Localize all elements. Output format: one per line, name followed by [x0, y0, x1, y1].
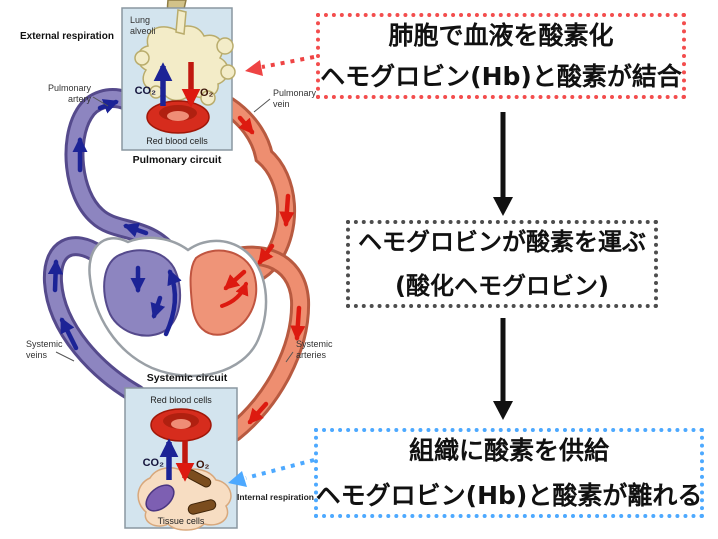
- pulmonary-vein-label-line2: vein: [273, 99, 290, 109]
- pulmonary-artery-label-line2: artery: [68, 94, 92, 104]
- heart-flow-arrows: [130, 265, 249, 337]
- red-blood-cell-top-icon: [146, 100, 210, 134]
- external-respiration-label: External respiration: [20, 31, 114, 42]
- oxygenation-pointer-arrow: [245, 55, 315, 76]
- heart: [88, 236, 268, 378]
- systemic-veins-label-line2: veins: [26, 350, 48, 360]
- systemic-circuit-label: Systemic circuit: [147, 372, 228, 384]
- transport-box-line2: (酸化ヘモグロビン): [395, 272, 609, 300]
- co2-label-bottom: CO₂: [143, 457, 165, 469]
- systemic-arteries-label-line1: Systemic: [296, 339, 333, 349]
- organelle-icon: [145, 484, 175, 512]
- delivery-box-line2: ヘモグロビン(Hb)と酸素が離れる: [315, 480, 703, 510]
- transport-box: ヘモグロビンが酸素を運ぶ (酸化ヘモグロビン): [346, 220, 658, 308]
- heart-left-side: [189, 249, 258, 336]
- tissue-cells-label: Tissue cells: [158, 516, 205, 526]
- flow-down-arrow-2: [493, 318, 513, 420]
- lung-alveoli-label-line2: alveoli: [130, 26, 156, 36]
- delivery-box-line1: 組織に酸素を供給: [408, 436, 609, 465]
- lung-alveoli-label-line1: Lung: [130, 15, 150, 25]
- o2-label-top: O₂: [200, 87, 214, 99]
- systemic-veins-label-line1: Systemic: [26, 339, 63, 349]
- pulmonary-vein-label-line1: Pulmonary: [273, 88, 317, 98]
- oxygenation-box: 肺胞で血液を酸素化 ヘモグロビン(Hb)と酸素が結合: [316, 13, 686, 99]
- internal-respiration-label: Internal respiration: [237, 492, 314, 502]
- o2-label-bottom: O₂: [196, 459, 210, 471]
- systemic-cell-box: Red blood cells CO₂ O₂ Tissue cells: [124, 387, 238, 531]
- pulmonary-artery-label-line1: Pulmonary: [48, 83, 92, 93]
- oxygenation-box-line2: ヘモグロビン(Hb)と酸素が結合: [320, 61, 682, 91]
- co2-label-top: CO₂: [135, 85, 157, 97]
- red-blood-cells-top-label: Red blood cells: [146, 136, 208, 146]
- transport-box-line1: ヘモグロビンが酸素を運ぶ: [358, 228, 646, 256]
- pulmonary-circuit-label: Pulmonary circuit: [133, 154, 222, 166]
- delivery-pointer-arrow: [228, 458, 315, 487]
- flow-down-arrow-1: [493, 112, 513, 216]
- oxygenation-box-line1: 肺胞で血液を酸素化: [388, 21, 614, 50]
- red-blood-cell-bottom-icon: [150, 408, 212, 442]
- pulmonary-cell-box: Lung alveoli CO₂ O₂ Red blood cells: [121, 0, 236, 151]
- pointer-lines: [55, 96, 294, 363]
- red-blood-cells-bottom-label: Red blood cells: [150, 395, 212, 405]
- systemic-arteries-label-line2: arteries: [296, 350, 327, 360]
- vessel-flow-arrows: [47, 99, 306, 425]
- delivery-box: 組織に酸素を供給 ヘモグロビン(Hb)と酸素が離れる: [314, 428, 704, 518]
